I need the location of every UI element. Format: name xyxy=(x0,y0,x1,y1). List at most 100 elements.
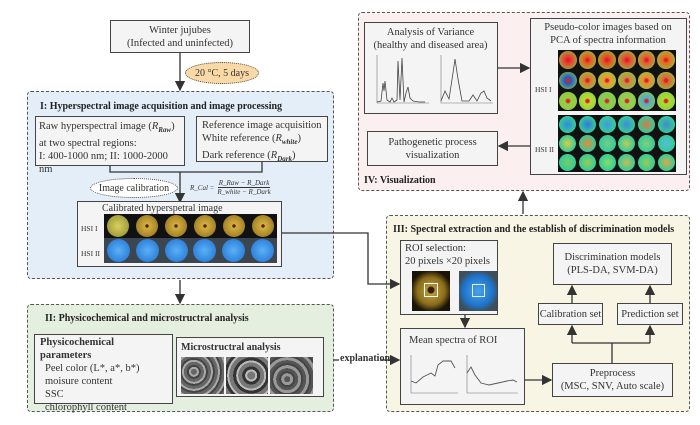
discrimination-models-label: Discrimination models xyxy=(564,252,661,263)
pca-title-line2: PCA of spectra information xyxy=(550,35,666,46)
section-iv-title: IV: Visualization xyxy=(364,175,436,186)
preprocess-methods: (MSC, SNV, Auto scale) xyxy=(560,381,665,392)
pseudo-color-fruit xyxy=(578,92,597,110)
roi-image-hsi-i xyxy=(412,271,450,311)
fruit-image-hsi-ii xyxy=(222,239,246,262)
pca-hsi-ii-label: HSI II xyxy=(535,145,554,154)
storage-condition-label: 20 °C, 5 days xyxy=(195,67,249,79)
hsi-ii-label: HSI II xyxy=(81,249,100,258)
calibrated-image-title: Calibrated hyperspetral image xyxy=(102,203,223,214)
pathogenetic-visualization-box: Pathogenetic process visualization xyxy=(367,131,498,166)
pseudo-color-fruit xyxy=(618,116,636,133)
hsi-i-label: HSI I xyxy=(81,224,98,233)
roi-selection-box: ROI selection: 20 pixels ×20 pixels xyxy=(400,240,498,315)
preprocess-box: Preprocess (MSC, SNV, Auto scale) xyxy=(552,363,673,397)
sem-image xyxy=(225,357,269,394)
sem-image xyxy=(270,357,314,394)
calibration-set-box: Calibration set xyxy=(538,303,603,325)
param-item: SSC xyxy=(45,389,64,400)
pseudo-color-fruit xyxy=(657,51,675,69)
pseudo-color-fruit xyxy=(657,154,675,171)
visualization-label: visualization xyxy=(405,149,460,161)
pseudo-color-fruit xyxy=(579,116,596,133)
white-subscript: white xyxy=(281,138,298,147)
pseudo-color-fruit xyxy=(598,71,616,90)
pseudo-color-fruit xyxy=(657,135,675,152)
pseudo-color-fruit xyxy=(638,154,655,171)
winter-jujubes-box: Winter jujubes (Infected and uninfected) xyxy=(110,20,250,53)
pseudo-color-fruit xyxy=(618,92,636,110)
pseudo-color-fruit xyxy=(578,51,597,69)
calibrated-image-box: Calibrated hyperspetral image HSI I HSI … xyxy=(77,201,282,267)
raw-image-box: Raw hyperspectral image (RRaw) at two sp… xyxy=(35,116,185,175)
physicochemical-params-title: Physicochemical parameters xyxy=(40,337,115,361)
raw-image-label: Raw hyperspectral image ( xyxy=(39,121,152,132)
pseudo-color-fruit xyxy=(559,51,577,69)
roi-size-label: 20 pixels ×20 pixels xyxy=(405,256,490,267)
fruit-image-hsi-i xyxy=(136,215,159,237)
formula-lhs: R_Cal = xyxy=(190,183,215,192)
pseudo-color-fruit xyxy=(578,71,597,90)
fruit-image-hsi-i xyxy=(107,215,130,237)
anova-plot-hsi-ii xyxy=(440,58,492,102)
fruit-image-hsi-ii xyxy=(135,239,159,262)
reference-acquisition-label: Reference image acquisition xyxy=(202,120,322,131)
spectral-ranges-label: I: 400-1000 nm; II: 1000-2000 nm xyxy=(39,151,168,176)
image-calibration-label: Image calibration xyxy=(98,182,170,194)
pseudo-color-fruit xyxy=(559,116,577,133)
spectrum-hsi-i xyxy=(410,360,456,384)
anova-label: Analysis of Variance xyxy=(386,27,475,38)
pseudo-color-fruit xyxy=(657,92,675,110)
param-item: moisure content xyxy=(45,376,113,387)
infection-status-label: (Infected and uninfected) xyxy=(126,37,234,49)
dark-subscript: Dark xyxy=(277,155,292,164)
pca-title-line1: Pseudo-color images based on xyxy=(544,22,672,33)
pseudo-color-fruit xyxy=(637,71,656,90)
pseudo-color-fruit xyxy=(657,71,675,90)
fruit-image-hsi-i xyxy=(193,215,216,237)
pseudo-color-fruit xyxy=(638,135,655,152)
section-iii-title: III: Spectral extraction and the establi… xyxy=(393,224,675,235)
formula-denominator: R_white − R_Dark xyxy=(217,188,271,196)
anova-box: Analysis of Variance (healthy and diseas… xyxy=(364,22,498,114)
section-ii-title: II: Physicochemical and microstructral a… xyxy=(45,313,249,324)
r-symbol: R xyxy=(270,150,278,162)
param-item: Peel color (L*, a*, b*) xyxy=(45,363,140,374)
prediction-set-label: Prediction set xyxy=(621,308,679,320)
fruit-image-hsi-i xyxy=(251,215,274,237)
r-symbol: R xyxy=(275,133,282,144)
pseudo-color-grid-hsi-i xyxy=(558,50,676,111)
pseudo-color-fruit xyxy=(598,51,616,69)
discrimination-models-box: Discrimination models (PLS-DA, SVM-DA) xyxy=(553,243,672,285)
prediction-set-box: Prediction set xyxy=(617,303,683,325)
calibration-formula: R_Cal = R_Raw − R_Dark R_white − R_Dark xyxy=(190,179,271,196)
anova-plots xyxy=(376,55,493,104)
r-symbol: R xyxy=(151,121,159,132)
paren: ) xyxy=(291,150,296,162)
paren: ) xyxy=(171,121,175,132)
pathogenetic-label: Pathogenetic process xyxy=(388,136,477,148)
fruit-image-hsi-i xyxy=(165,215,188,237)
anova-plot-hsi-i xyxy=(376,57,425,103)
pseudo-color-fruit xyxy=(637,51,656,69)
microstructural-analysis-box: Microstructral analysis xyxy=(176,337,324,397)
pseudo-color-fruit xyxy=(618,135,636,152)
spectral-regions-label: at two spectral regions: xyxy=(39,138,137,150)
pseudo-color-fruit xyxy=(618,154,636,171)
pseudo-color-fruit xyxy=(598,154,616,171)
reference-image-box: Reference image acquisition White refere… xyxy=(196,116,328,164)
paren: ) xyxy=(297,133,301,144)
winter-jujubes-label: Winter jujubes xyxy=(149,24,211,36)
raw-subscript: Raw xyxy=(158,126,172,135)
roi-image-hsi-ii xyxy=(459,271,497,311)
pca-hsi-i-label: HSI I xyxy=(535,85,552,94)
sem-images xyxy=(181,357,314,394)
pseudo-color-fruit xyxy=(618,51,636,69)
pseudo-color-fruit xyxy=(638,116,655,133)
image-calibration-ellipse: Image calibration xyxy=(90,178,178,198)
pseudo-color-fruit xyxy=(618,71,636,90)
anova-subtitle: (healthy and diseased area) xyxy=(373,40,488,51)
pseudo-color-grid-hsi-ii xyxy=(558,115,676,172)
pseudo-color-fruit xyxy=(637,92,656,110)
mean-spectra-plots xyxy=(410,355,518,394)
